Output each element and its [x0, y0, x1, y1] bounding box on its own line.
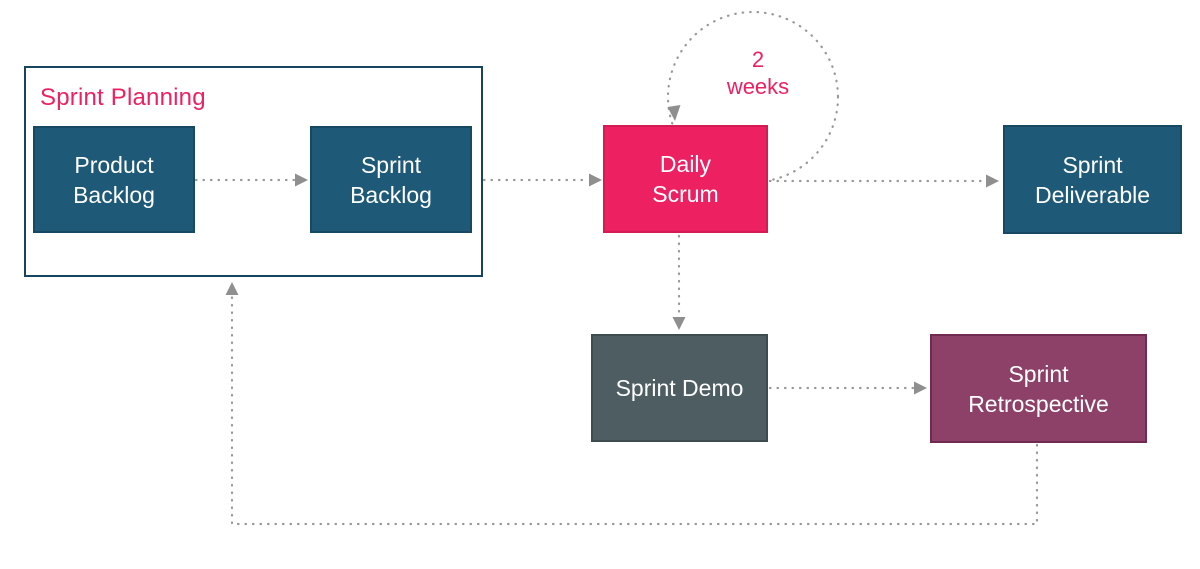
sprint-planning-group: Sprint Planning [24, 66, 483, 277]
node-sprint-backlog: Sprint Backlog [310, 126, 472, 233]
arrowhead-planning-to-daily-scrum [589, 173, 602, 187]
arrowhead-product-to-sprint-backlog [295, 173, 308, 187]
edge-retrospective-to-planning [230, 293, 1039, 526]
node-sprint-deliverable-label: Sprint Deliverable [1034, 151, 1151, 208]
arrowhead-demo-to-retrospective [914, 381, 927, 395]
sprint-planning-group-label: Sprint Planning [40, 84, 206, 111]
node-sprint-deliverable: Sprint Deliverable [1003, 125, 1182, 234]
arrowhead-daily-scrum-to-demo [672, 317, 686, 330]
arrowhead-retrospective-to-planning [225, 282, 239, 295]
node-sprint-demo: Sprint Demo [591, 334, 768, 442]
node-sprint-backlog-label: Sprint Backlog [350, 151, 432, 208]
node-daily-scrum-label: Daily Scrum [652, 151, 719, 207]
two-weeks-loop-label: 2 weeks [726, 47, 790, 99]
node-daily-scrum: Daily Scrum [603, 125, 768, 233]
edge-two-week-loop [666, 10, 840, 184]
node-product-backlog: Product Backlog [33, 126, 195, 233]
node-sprint-retrospective-label: Sprint Retrospective [968, 360, 1109, 417]
node-product-backlog-label: Product Backlog [73, 151, 155, 208]
node-sprint-retrospective: Sprint Retrospective [930, 334, 1147, 443]
arrowhead-daily-scrum-to-deliverable [986, 174, 999, 188]
node-sprint-demo-label: Sprint Demo [615, 375, 744, 401]
arrowhead-two-week-loop [667, 105, 681, 121]
